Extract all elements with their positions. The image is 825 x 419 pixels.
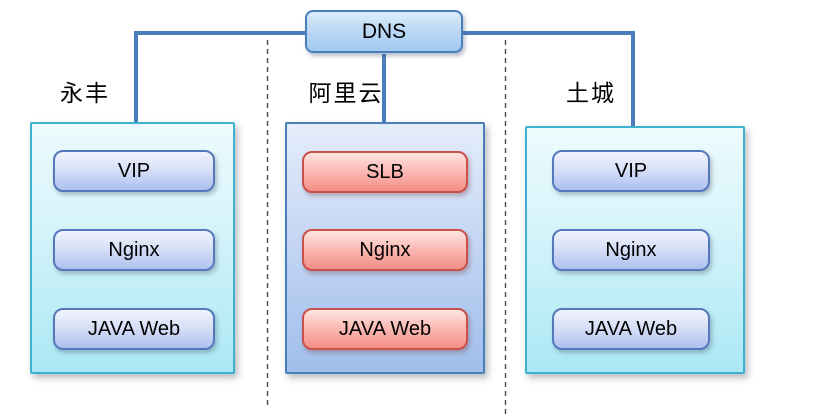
- zone-label-tucheng: 土城: [566, 80, 616, 106]
- node-label: JAVA Web: [338, 317, 432, 340]
- node-label: JAVA Web: [584, 317, 678, 340]
- node-java-web-yongfeng: JAVA Web: [53, 308, 215, 350]
- node-label: SLB: [366, 160, 404, 183]
- node-label: VIP: [117, 159, 151, 182]
- connector-dns-to-tucheng: [462, 31, 641, 144]
- dns-node-label: DNS: [361, 19, 407, 43]
- node-label: JAVA Web: [87, 317, 181, 340]
- node-nginx-yongfeng: Nginx: [53, 229, 215, 271]
- zone-label-aliyun: 阿里云: [308, 80, 384, 106]
- node-nginx-tucheng: Nginx: [552, 229, 710, 271]
- connector-dns-to-yongfeng: [128, 31, 306, 144]
- node-java-web-aliyun: JAVA Web: [302, 308, 468, 350]
- node-label: Nginx: [605, 238, 657, 261]
- node-label: VIP: [614, 159, 648, 182]
- node-label: Nginx: [359, 238, 411, 261]
- zone-label-yongfeng: 永丰: [60, 80, 110, 106]
- node-nginx-aliyun: Nginx: [302, 229, 468, 271]
- node-java-web-tucheng: JAVA Web: [552, 308, 710, 350]
- node-label: Nginx: [108, 238, 160, 261]
- dns-node: DNS: [305, 10, 463, 53]
- node-slb-aliyun: SLB: [302, 151, 468, 193]
- node-vip-yongfeng: VIP: [53, 150, 215, 192]
- node-vip-tucheng: VIP: [552, 150, 710, 192]
